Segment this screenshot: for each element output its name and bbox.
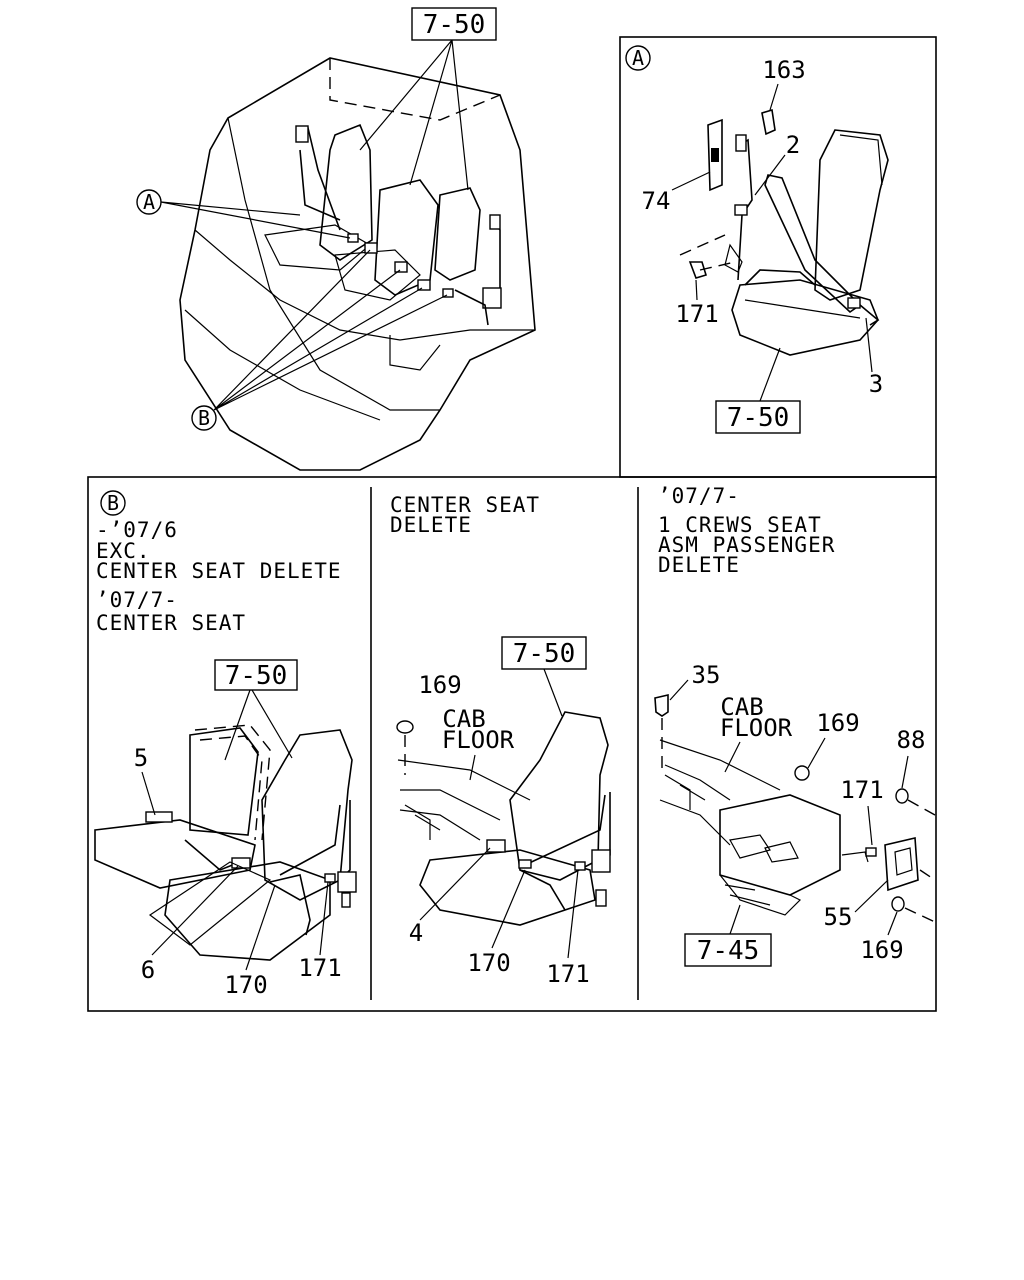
panel3-leader-35 <box>669 679 689 701</box>
overview-callout-a-leaders <box>160 201 351 239</box>
panel1-leader-5 <box>141 771 156 816</box>
panel1-leader-170 <box>245 884 276 971</box>
panel1-part-171: 171 <box>298 954 341 982</box>
detail-a-leader-2 <box>754 154 786 196</box>
overview-ref-label: 7-50 <box>423 10 486 40</box>
panel2-ref-box <box>501 636 587 670</box>
detail-a-leader-3 <box>865 317 873 373</box>
panel3-ref-leader <box>729 904 741 935</box>
panel1-note-3: CENTER SEAT DELETE <box>96 559 342 583</box>
detail-a-part-74: 74 <box>642 187 671 215</box>
panel1-note-5: CENTER SEAT <box>96 611 246 635</box>
panel1-note-4: ’07/7- <box>96 588 178 612</box>
panel2-part-4: 4 <box>409 919 423 947</box>
panel3-axis-169-bottom <box>904 907 936 923</box>
overview-ref-box <box>411 7 497 41</box>
panel1-ref-label: 7-50 <box>225 661 288 691</box>
detail-a-part-2: 2 <box>786 131 800 159</box>
detail-b-circle-label: B <box>107 491 119 515</box>
detail-a-seat-illustration <box>679 108 889 356</box>
panel3-note-1: ’07/7- <box>658 484 740 508</box>
panel2-leader-171 <box>567 869 579 959</box>
panel1-part-5: 5 <box>134 744 148 772</box>
panel3-floor-label-1: CAB <box>720 693 763 721</box>
detail-a-part-163: 163 <box>762 56 805 84</box>
overview-callout-a-label: A <box>143 190 155 214</box>
panel2-part-169: 169 <box>418 671 461 699</box>
panel3-part-169-top: 169 <box>816 709 859 737</box>
overview-callout-b-circle <box>191 405 217 431</box>
panel2-note-1: CENTER SEAT <box>390 493 540 517</box>
panel3-note-3: ASM PASSENGER <box>658 533 835 557</box>
panel3-note-2: 1 CREWS SEAT <box>658 513 822 537</box>
panel1-ref-leaders <box>224 689 293 761</box>
detail-b-frame <box>87 476 937 1012</box>
panel3-axis-88 <box>907 799 936 816</box>
detail-a-ref-label: 7-50 <box>727 403 790 433</box>
panel2-floor-label-2: FLOOR <box>442 726 515 754</box>
panel1-ref-box <box>214 659 298 691</box>
panel3-leader-55 <box>854 879 889 913</box>
panel3-console-illustration <box>659 739 936 916</box>
panel2-floor-leader <box>469 754 476 781</box>
panel3-clip-35 <box>654 693 669 717</box>
panel1-part-170: 170 <box>224 971 267 999</box>
panel2-leader-170 <box>491 869 526 949</box>
panel3-part-88: 88 <box>897 726 926 754</box>
panel3-leader-169-top <box>807 737 826 769</box>
detail-b-circle <box>100 490 126 516</box>
overview-cab-illustration <box>179 57 536 471</box>
detail-a-leader-171 <box>695 279 698 301</box>
detail-a-ref-leader <box>759 347 781 402</box>
panel2-note-2: DELETE <box>390 513 472 537</box>
panel1-seats-illustration <box>94 724 357 961</box>
panel3-ref-label: 7-45 <box>697 936 760 966</box>
panel3-leader-169-bottom <box>887 911 898 936</box>
panel2-leader-4 <box>419 847 491 921</box>
detail-a-ref-box <box>715 400 801 434</box>
panel1-note-1: -’07/6 <box>96 518 178 542</box>
detail-a-part-171: 171 <box>675 300 718 328</box>
overview-callout-b-label: B <box>198 406 210 430</box>
panel1-leader-171 <box>319 881 329 956</box>
panel3-part-171: 171 <box>840 776 883 804</box>
panel1-leader-6 <box>151 865 239 956</box>
panel2-ref-leader <box>543 668 563 717</box>
detail-a-leader-163 <box>769 83 779 111</box>
detail-a-part-3: 3 <box>869 370 883 398</box>
panel2-washer <box>396 720 414 734</box>
panel3-floor-label-2: FLOOR <box>720 714 793 742</box>
panel3-floor-leader <box>724 741 741 773</box>
panel1-part-6: 6 <box>141 956 155 984</box>
panel3-part-169-bottom: 169 <box>860 936 903 964</box>
panel2-seat-illustration <box>397 711 611 926</box>
panel3-ref-box <box>684 933 772 967</box>
panel3-washer-bottom <box>891 896 905 912</box>
panel3-leader-88 <box>901 755 909 789</box>
panel1-note-2: EXC. <box>96 539 151 563</box>
overview-leader-lines <box>359 39 469 191</box>
detail-a-circle <box>625 45 651 71</box>
panel2-ref-label: 7-50 <box>513 639 576 669</box>
panel2-part-171: 171 <box>546 960 589 988</box>
detail-a-circle-label: A <box>632 46 644 70</box>
panel3-leader-171 <box>867 805 873 846</box>
panel3-washer-top <box>794 765 810 781</box>
panel3-part-35: 35 <box>692 661 721 689</box>
panel2-floor-label-1: CAB <box>442 705 485 733</box>
detail-a-leader-74 <box>671 171 711 191</box>
panel3-part-88-shape <box>895 788 909 804</box>
panel2-part-170: 170 <box>467 949 510 977</box>
overview-callout-b-leaders <box>213 249 448 411</box>
panel3-note-4: DELETE <box>658 553 740 577</box>
panel3-part-55: 55 <box>824 903 853 931</box>
